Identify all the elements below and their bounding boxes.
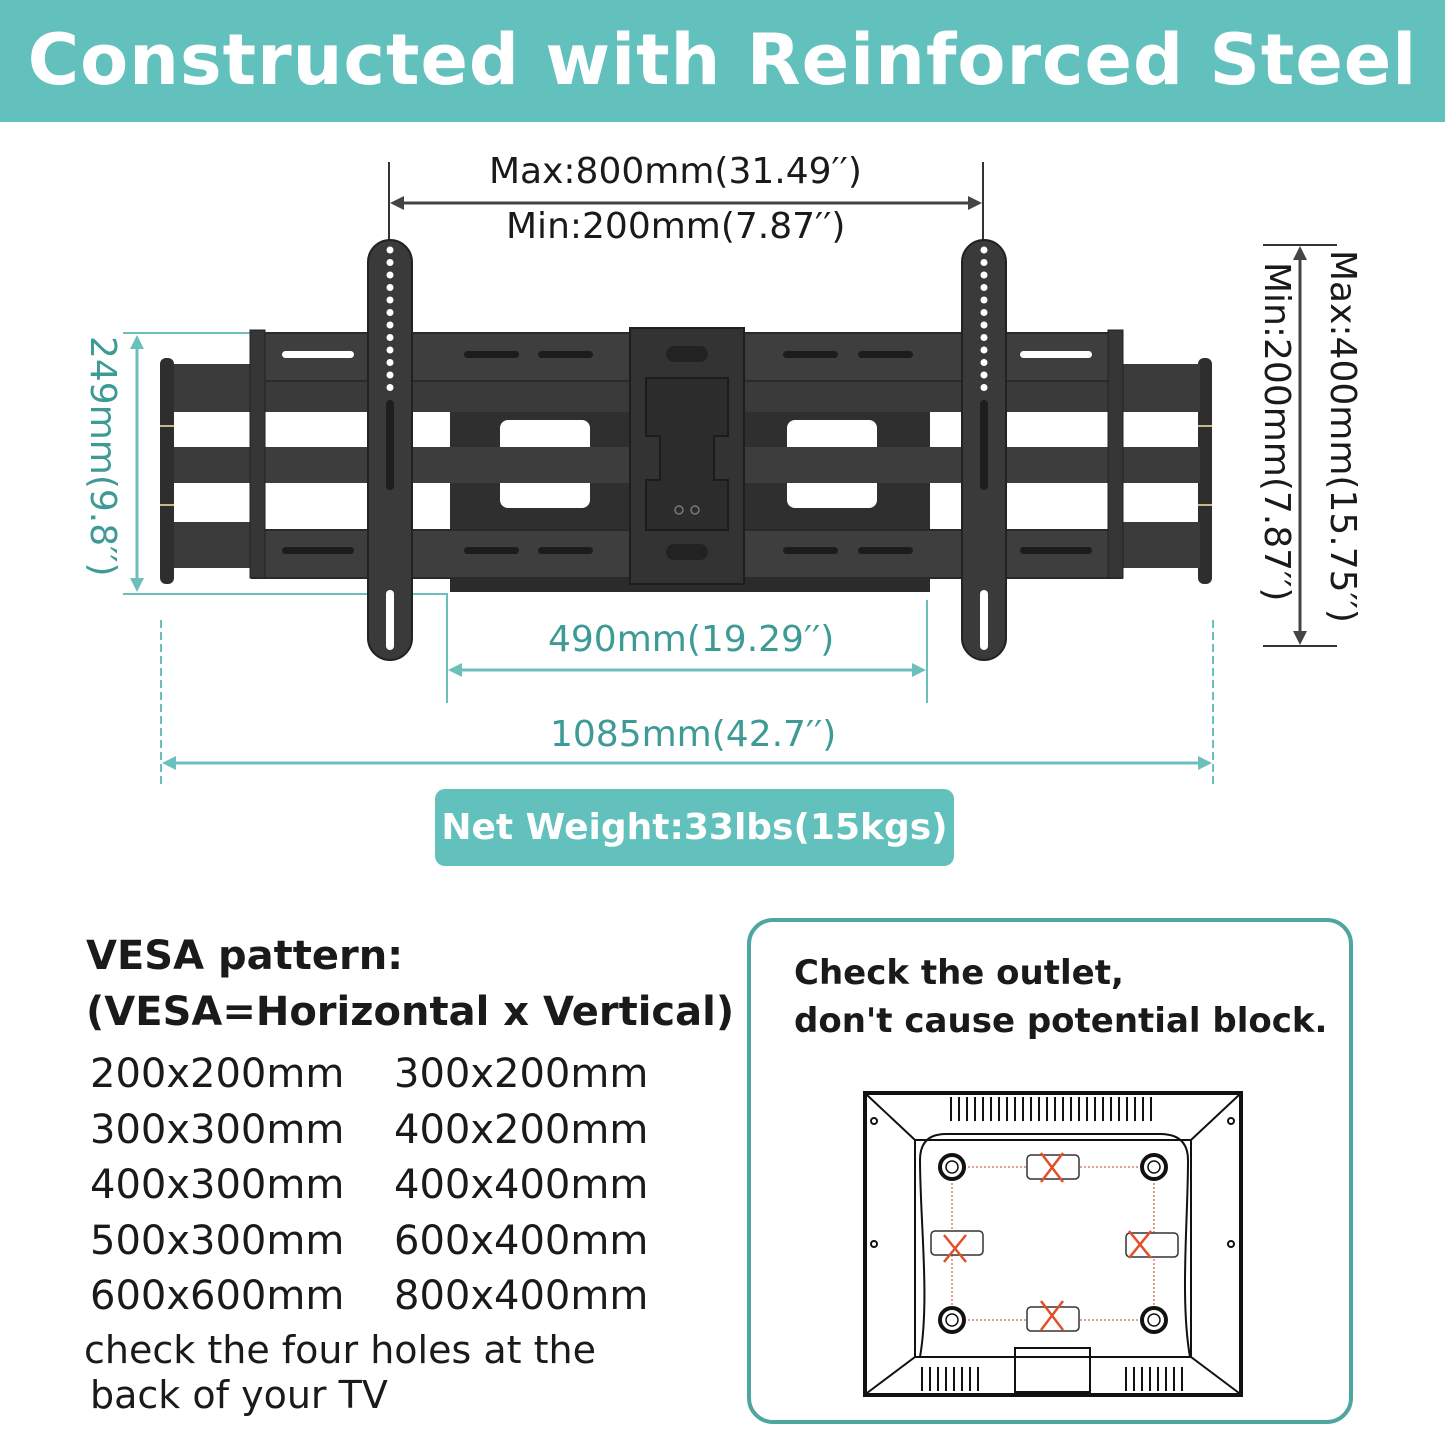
vesa-pattern-item: 400x400mm [394,1162,649,1208]
wall-plate-width-dimension [446,594,928,703]
vesa-pattern-item: 800x400mm [394,1273,649,1319]
bracket-hole [386,334,394,341]
bracket-hole [980,321,988,329]
left-pivot [160,358,174,584]
outlet-notice-box [747,918,1353,1424]
bracket-hole [386,384,394,391]
vesa-pattern-item: 400x300mm [90,1162,345,1208]
vesa-pattern-item: 300x200mm [394,1051,649,1097]
vesa-pattern-item: 600x400mm [394,1218,649,1264]
vesa-vertical-min-label: Min:200mm(7.87′′) [1256,262,1297,602]
vesa-pattern-item: 500x300mm [90,1218,345,1264]
bracket-hole [980,284,988,291]
title-banner: Constructed with Reinforced Steel [0,0,1445,122]
bracket-hole [980,334,988,341]
vesa-pattern-title: VESA pattern: [86,933,404,979]
bracket-hole [980,346,988,354]
vesa-horizontal-dimension [388,162,984,242]
vesa-pattern-item: 300x300mm [90,1107,345,1153]
bracket-hole [386,296,394,304]
bracket-hole [386,359,394,366]
bracket-hole [386,371,394,379]
bracket-hole [980,296,988,304]
bracket-hole [386,284,394,291]
vesa-note-line2: back of your TV [90,1373,388,1417]
vesa-note-line1: check the four holes at the [84,1328,596,1372]
bracket-hole [980,246,988,254]
bracket-hole [386,321,394,329]
extension-width-dimension [160,620,1214,785]
net-weight-badge: Net Weight:33lbs(15kgs) [435,789,954,866]
wall-plate-height-label: 249mm(9.8′′) [82,336,123,577]
bracket-hole [386,259,394,266]
extension-width-label: 1085mm(42.7′′) [550,714,837,755]
tv-mount-diagram [123,162,1337,785]
vesa-pattern-item: 400x200mm [394,1107,649,1153]
right-pivot [1198,358,1212,584]
bracket-hole [386,309,394,316]
vesa-pattern-subtitle: (VESA=Horizontal x Vertical) [86,989,735,1035]
bracket-hole [980,309,988,316]
bracket-hole [980,384,988,391]
vesa-vertical-dimension [1263,244,1337,647]
outlet-notice-line2: don't cause potential block. [794,1001,1328,1041]
bracket-hole [386,246,394,254]
bracket-hole [386,271,394,279]
vesa-horizontal-max-label: Max:800mm(31.49′′) [489,151,862,192]
bracket-hole [980,359,988,366]
vesa-horizontal-min-label: Min:200mm(7.87′′) [506,206,846,247]
wall-plate-width-label: 490mm(19.29′′) [548,619,835,660]
vesa-pattern-item: 600x600mm [90,1273,345,1319]
vesa-vertical-max-label: Max:400mm(15.75′′) [1322,250,1363,623]
bracket-hole [386,346,394,354]
mount-body [160,239,1212,661]
banner-title: Constructed with Reinforced Steel [27,19,1418,101]
bracket-hole [980,259,988,266]
vesa-pattern-item: 200x200mm [90,1051,345,1097]
outlet-notice-line1: Check the outlet, [794,953,1124,993]
bracket-hole [980,371,988,379]
bracket-hole [980,271,988,279]
